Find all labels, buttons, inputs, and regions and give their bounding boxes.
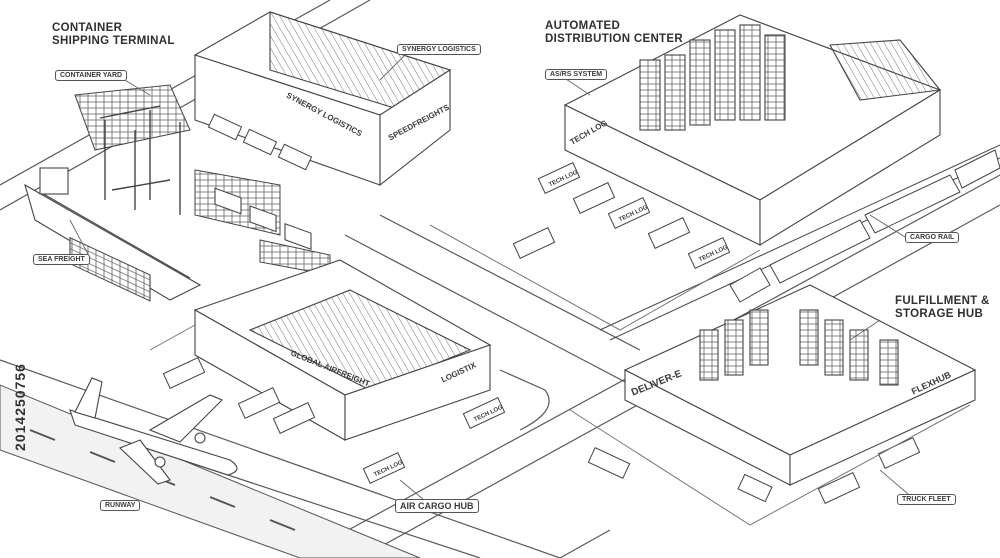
fences	[149, 224, 971, 526]
heading-container-terminal-line2: SHIPPING TERMINAL	[52, 35, 175, 47]
cargo-rail	[599, 144, 1000, 341]
stock-id-vertical: 2014250756	[6, 312, 34, 502]
callout-cargo-rail: CARGO RAIL	[905, 232, 960, 243]
sign-synergy-logistics-top: SYNERGY LOGISTICS	[397, 44, 481, 55]
heading-distribution-center-line2: DISTRIBUTION CENTER	[545, 33, 683, 45]
fulfillment-storage-hub	[623, 284, 977, 486]
synergy-logistics-warehouse	[193, 11, 452, 250]
callout-container-yard: CONTAINER YARD	[55, 70, 128, 81]
heading-fulfillment-hub-line1: FULFILLMENT &	[895, 295, 990, 307]
heading-fulfillment-hub: FULFILLMENT & STORAGE HUB	[895, 295, 990, 321]
automated-distribution-center	[563, 14, 942, 246]
callout-truck-fleet: TRUCK FLEET	[897, 494, 956, 505]
heading-container-terminal-line1: CONTAINER	[52, 22, 123, 34]
callout-air-cargo-hub: AIR CARGO HUB	[395, 499, 479, 513]
callout-asrs-system: AS/RS SYSTEM	[545, 69, 608, 80]
heading-fulfillment-hub-line2: STORAGE HUB	[895, 308, 984, 320]
cargo-airplane	[69, 377, 238, 485]
trucks	[162, 113, 921, 504]
stock-id-text: 2014250756	[12, 363, 28, 451]
heading-distribution-center-line1: AUTOMATED	[545, 20, 621, 32]
callout-sea-freight: SEA FREIGHT	[33, 254, 90, 265]
heading-container-terminal: CONTAINER SHIPPING TERMINAL	[52, 22, 175, 48]
global-airfreight-warehouse	[193, 259, 492, 441]
callout-runway: RUNWAY	[100, 500, 141, 511]
heading-distribution-center: AUTOMATED DISTRIBUTION CENTER	[545, 20, 683, 46]
cargo-ship	[24, 167, 202, 302]
